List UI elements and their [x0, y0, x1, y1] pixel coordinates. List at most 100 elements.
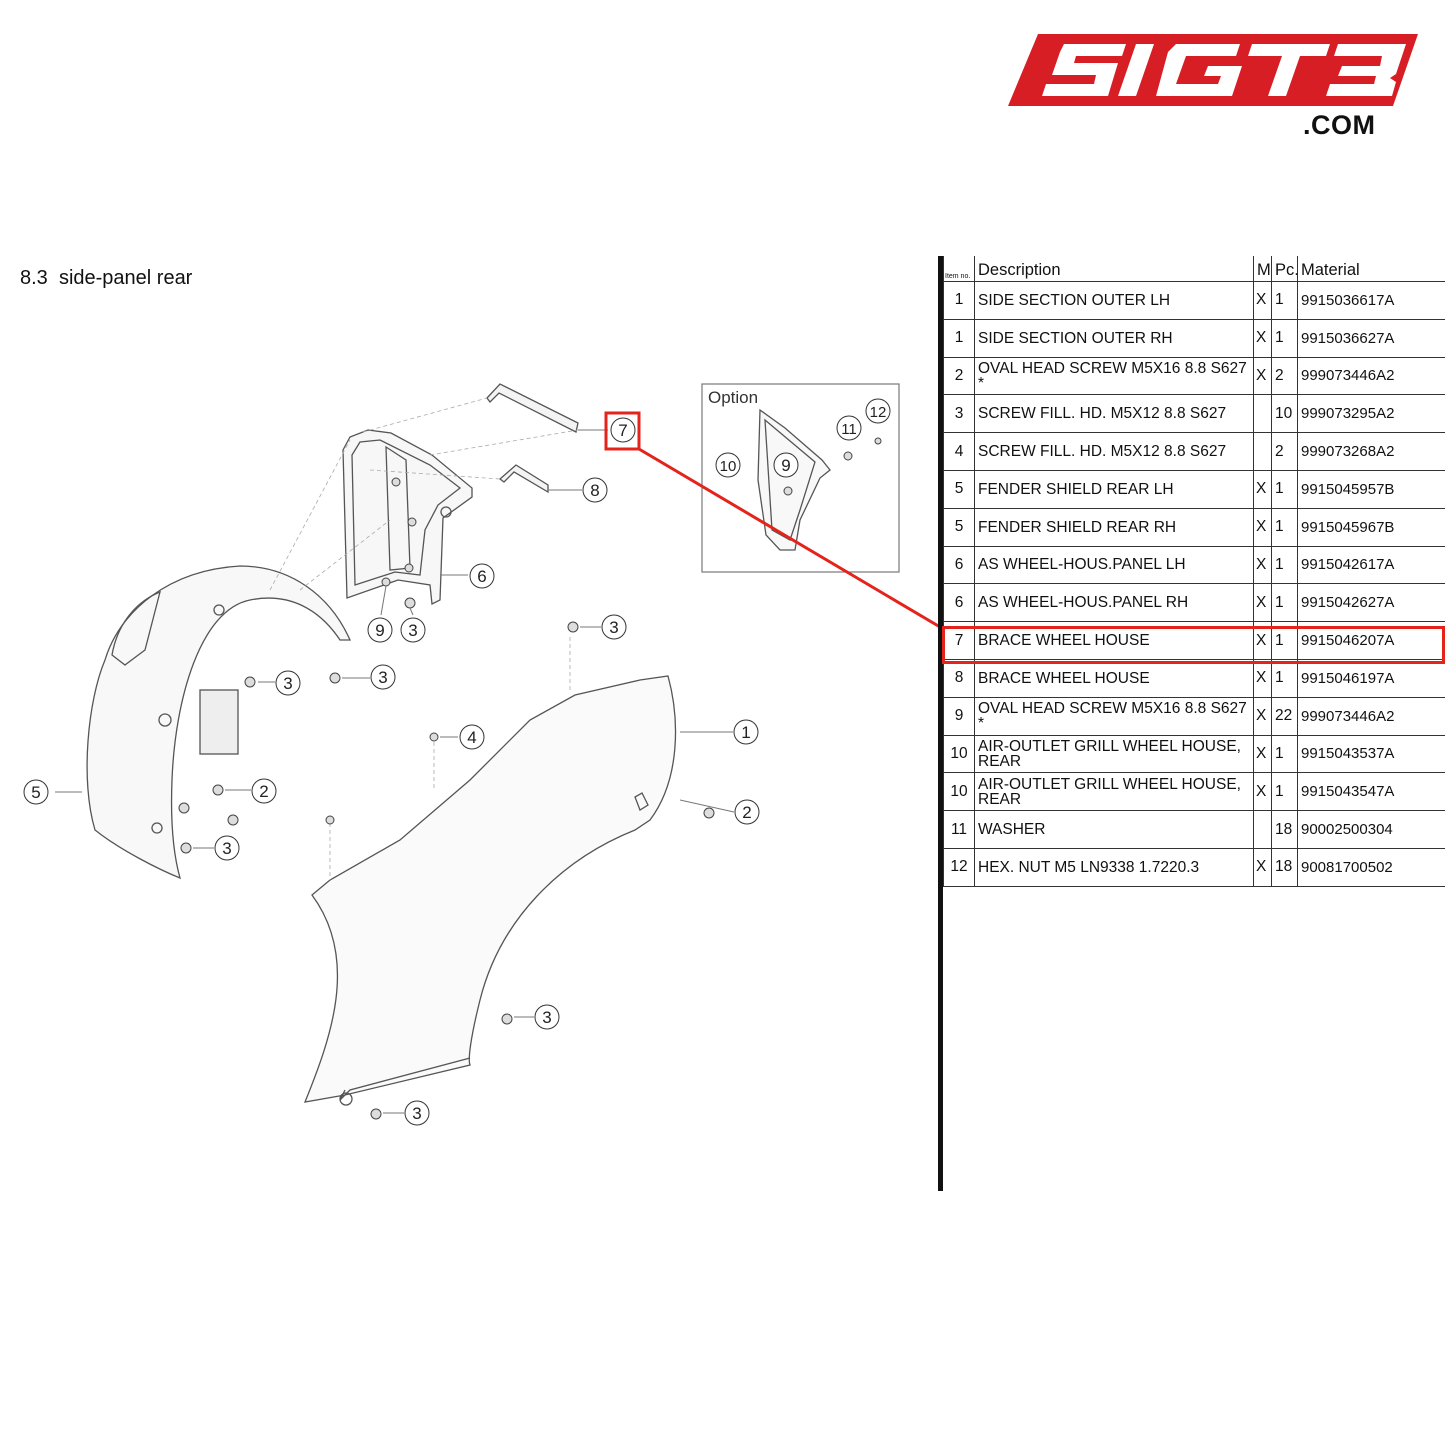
section-number: 8.3 [20, 267, 48, 289]
cell-pc-count: 2 [1271, 357, 1298, 396]
callout-4[interactable]: 4 [459, 724, 485, 750]
cell-material-number: 999073268A2 [1297, 432, 1445, 471]
cell-description: HEX. NUT M5 LN9338 1.7220.3 [974, 848, 1254, 887]
cell-pc-count: 1 [1271, 583, 1298, 623]
cell-pc-count: 2 [1271, 432, 1298, 471]
svg-text:9: 9 [781, 456, 790, 475]
cell-item-no: 1 [943, 319, 975, 358]
cell-material-number: 9915045957B [1297, 470, 1445, 509]
cell-material-number: 999073446A2 [1297, 357, 1445, 396]
cell-description: SIDE SECTION OUTER LH [974, 281, 1254, 320]
callout-3[interactable]: 3 [400, 617, 426, 643]
svg-text:3: 3 [378, 668, 387, 687]
highlighted-row-box [942, 626, 1445, 664]
svg-text:3: 3 [283, 674, 292, 693]
option-label: Option [708, 388, 758, 407]
option-box [701, 383, 900, 573]
cell-m-flag: X [1253, 281, 1272, 320]
cell-description: AS WHEEL-HOUS.PANEL RH [974, 583, 1254, 623]
cell-item-no: 10 [943, 735, 975, 774]
cell-material-number: 9915036627A [1297, 319, 1445, 358]
callout-6[interactable]: 6 [469, 563, 495, 589]
cell-description: AIR-OUTLET GRILL WHEEL HOUSE, REAR [974, 735, 1254, 774]
option-grill-10-part [757, 408, 831, 551]
sigt3-logo[interactable] [1008, 34, 1418, 144]
callout-3[interactable]: 3 [214, 835, 240, 861]
header-description: Description [974, 256, 1254, 282]
callout-3[interactable]: 3 [275, 670, 301, 696]
callout-11[interactable]: 11 [836, 415, 862, 441]
cell-item-no: 8 [943, 659, 975, 698]
cell-item-no: 6 [943, 546, 975, 585]
cell-m-flag: X [1253, 659, 1272, 698]
fender-shield-5-part [86, 565, 352, 880]
cell-m-flag: X [1253, 697, 1272, 736]
cell-pc-count: 1 [1271, 546, 1298, 585]
callout-7[interactable]: 7 [610, 417, 636, 443]
callout-3[interactable]: 3 [601, 614, 627, 640]
cell-item-no: 10 [943, 772, 975, 812]
svg-text:4: 4 [467, 728, 476, 747]
cell-m-flag: X [1253, 772, 1272, 812]
svg-text:7: 7 [618, 421, 627, 440]
cell-material-number: 90002500304 [1297, 810, 1445, 849]
callout-8[interactable]: 8 [582, 477, 608, 503]
cell-m-flag: X [1253, 621, 1272, 660]
cell-material-number: 9915046197A [1297, 659, 1445, 698]
cell-description: FENDER SHIELD REAR RH [974, 508, 1254, 547]
callout-1[interactable]: 1 [733, 719, 759, 745]
header-item-no: Item no. [943, 256, 975, 282]
table-left-rule [938, 256, 943, 1191]
cell-m-flag: X [1253, 583, 1272, 623]
svg-text:3: 3 [609, 618, 618, 637]
cell-description: FENDER SHIELD REAR LH [974, 470, 1254, 509]
callout-3[interactable]: 3 [404, 1100, 430, 1126]
cell-item-no: 12 [943, 848, 975, 887]
callout-9[interactable]: 9 [367, 617, 393, 643]
svg-text:9: 9 [375, 621, 384, 640]
callout-10[interactable]: 10 [715, 452, 741, 478]
callout-3[interactable]: 3 [534, 1004, 560, 1030]
callout-5[interactable]: 5 [23, 779, 49, 805]
cell-pc-count: 10 [1271, 394, 1298, 434]
cell-item-no: 2 [943, 357, 975, 396]
cell-description: AIR-OUTLET GRILL WHEEL HOUSE, REAR [974, 772, 1254, 812]
callout-9[interactable]: 9 [773, 452, 799, 478]
svg-text:3: 3 [412, 1104, 421, 1123]
cell-m-flag [1253, 810, 1272, 849]
cell-material-number: 9915045967B [1297, 508, 1445, 547]
cell-description: SIDE SECTION OUTER RH [974, 319, 1254, 358]
cell-pc-count: 1 [1271, 508, 1298, 547]
callout-3[interactable]: 3 [370, 664, 396, 690]
wheelhouse-panel-6-part [342, 429, 473, 606]
callout-2[interactable]: 2 [251, 778, 277, 804]
cell-pc-count: 1 [1271, 735, 1298, 774]
cell-description: AS WHEEL-HOUS.PANEL LH [974, 546, 1254, 585]
svg-text:12: 12 [870, 404, 887, 421]
cell-pc-count: 22 [1271, 697, 1298, 736]
callout-2[interactable]: 2 [734, 799, 760, 825]
cell-description: OVAL HEAD SCREW M5X16 8.8 S627 * [974, 357, 1254, 396]
cell-description: SCREW FILL. HD. M5X12 8.8 S627 [974, 432, 1254, 471]
cell-pc-count: 1 [1271, 281, 1298, 320]
sigt3-logo-mark [1008, 34, 1418, 106]
callout-12[interactable]: 12 [865, 398, 891, 424]
cell-m-flag: X [1253, 735, 1272, 774]
side-section-outer-1-part [303, 675, 677, 1106]
svg-text:1: 1 [741, 723, 750, 742]
